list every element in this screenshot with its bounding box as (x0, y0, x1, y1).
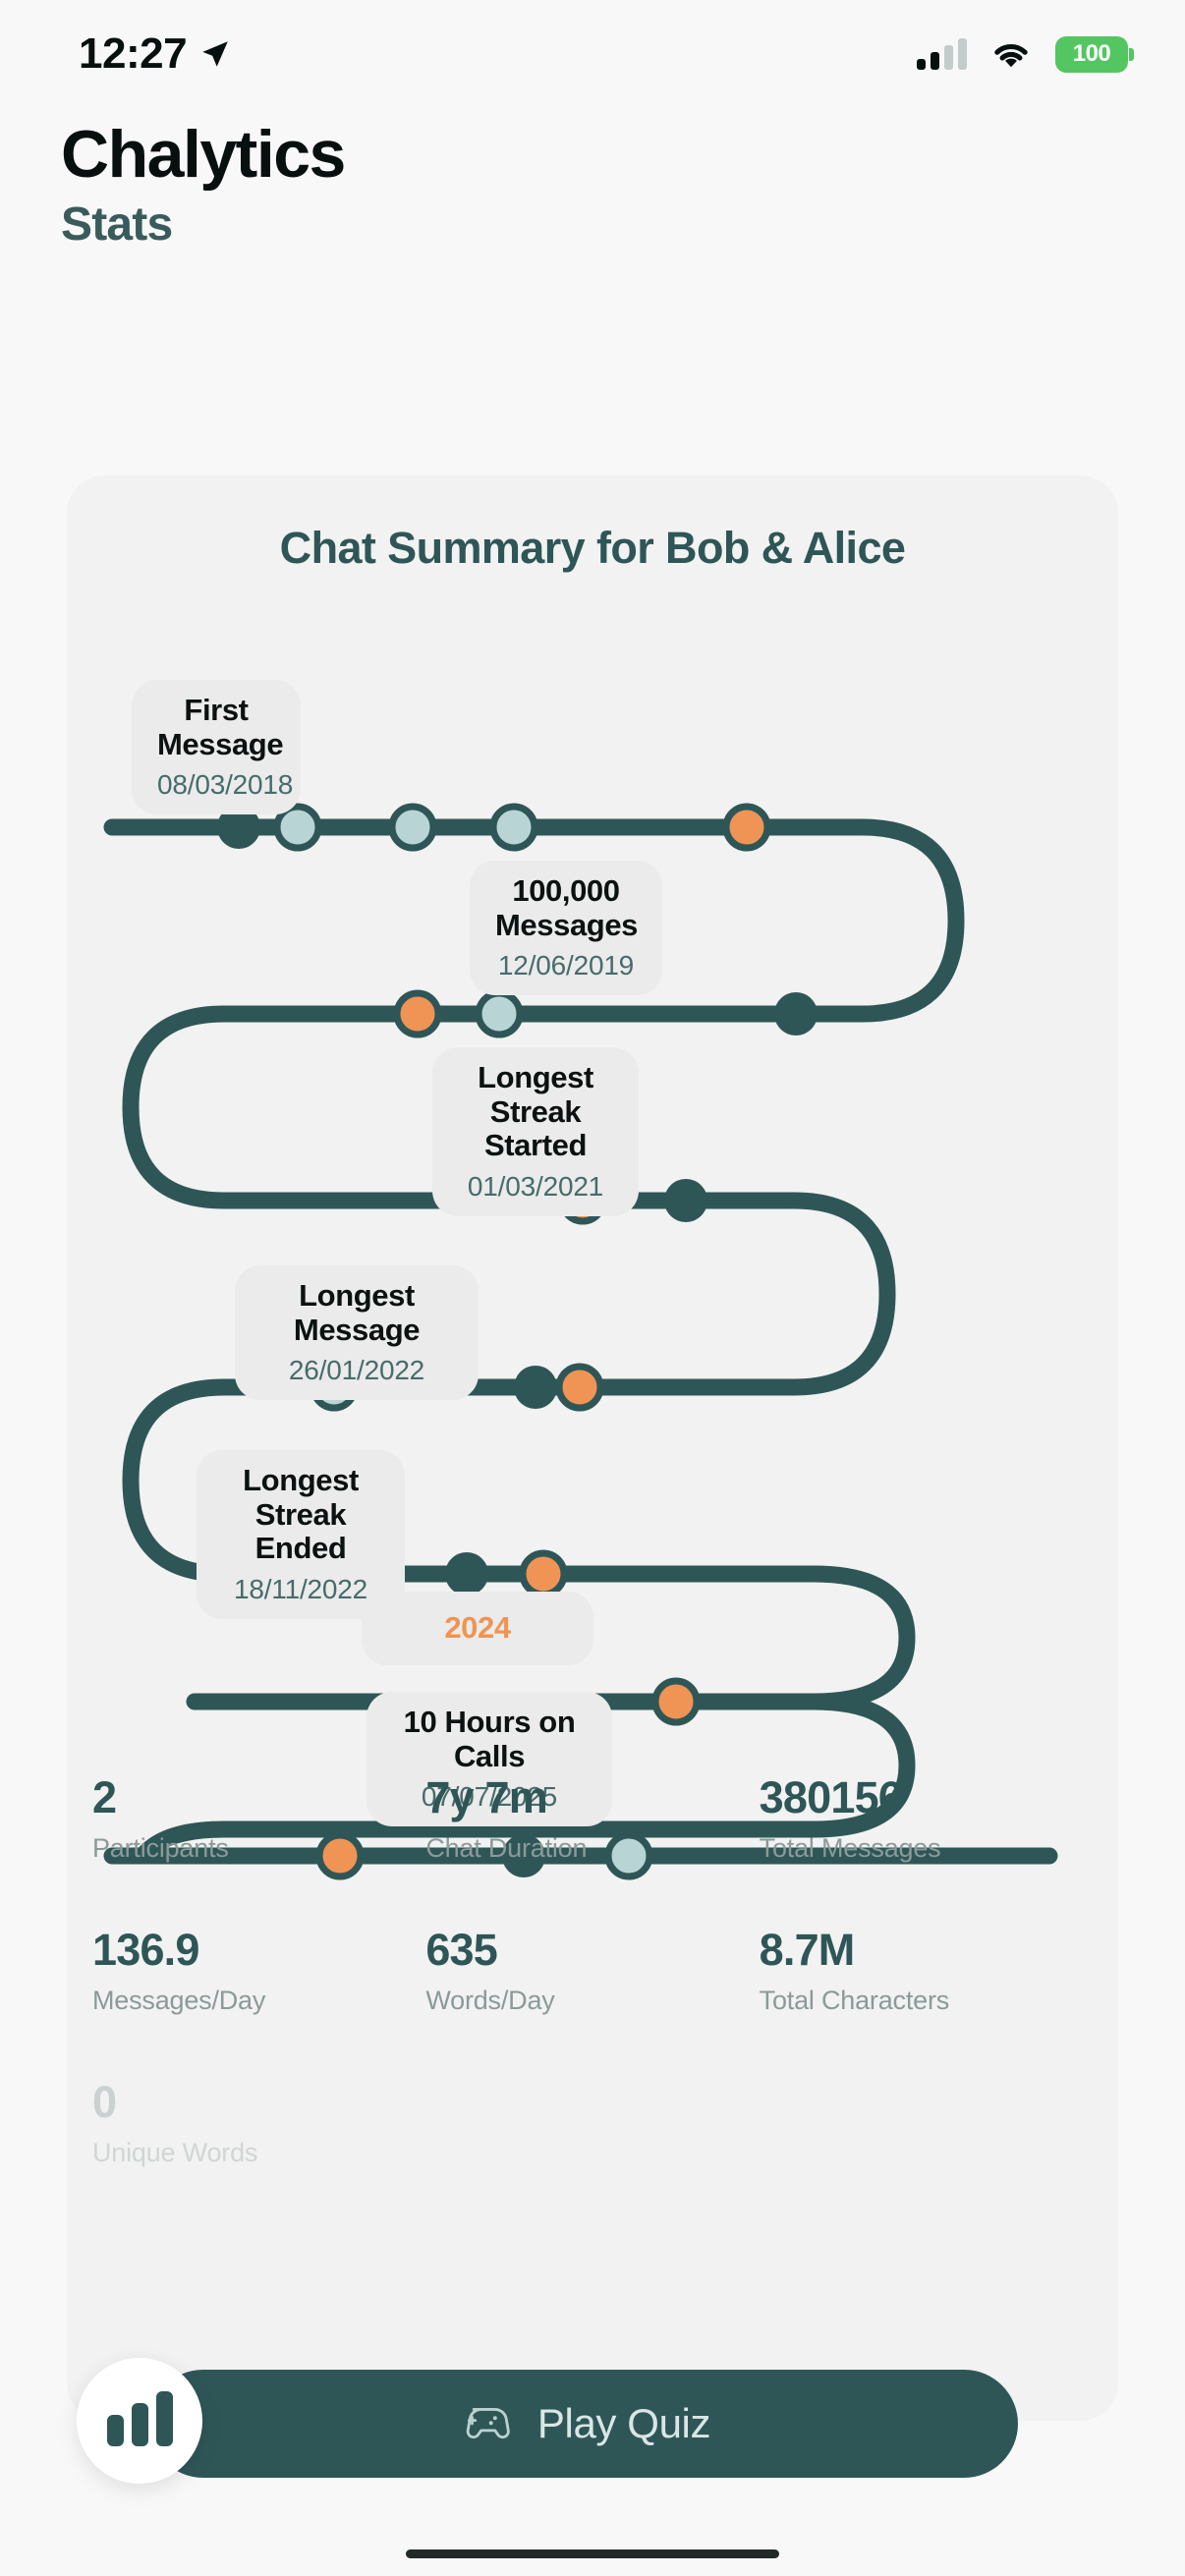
chat-summary-card: Chat Summary for Bob & Alice (67, 476, 1118, 2421)
stat-label: Participants (92, 1833, 229, 1863)
pill-label: First Message (157, 693, 284, 761)
timeline-dot (502, 1834, 545, 1877)
pill-date: 12/06/2019 (497, 950, 635, 981)
page-title: Stats (61, 197, 173, 251)
stat-label: Total Characters (759, 1986, 950, 2015)
stat-value: 2 (92, 1772, 117, 1822)
stat-label: Messages/Day (92, 1986, 266, 2015)
pill-label: 2024 (444, 1610, 511, 1645)
status-bar: 12:27 100 (0, 0, 1185, 108)
timeline-pill-10-hours-on-calls[interactable]: 10 Hours on Calls 07/07/2025 (367, 1692, 612, 1826)
stat-messages-per-day: 136.9 Messages/Day (92, 1925, 425, 2016)
stat-unique-words: 0 Unique Words (92, 2077, 425, 2168)
gamepad-icon (466, 2408, 510, 2439)
pill-date: 01/03/2021 (467, 1171, 604, 1203)
home-indicator[interactable] (406, 2549, 779, 2558)
wifi-icon (994, 44, 1028, 68)
battery-indicator: 100 (1055, 35, 1134, 73)
cellular-signal-icon (917, 38, 967, 70)
stat-label: Words/Day (425, 1986, 555, 2015)
timeline-pill-longest-streak-started[interactable]: Longest Streak Started 01/03/2021 (432, 1047, 639, 1216)
stat-value: 136.9 (92, 1925, 199, 1975)
timeline: First Message 08/03/2018 100,000 Message… (67, 603, 1118, 1880)
stat-words-per-day: 635 Words/Day (425, 1925, 759, 2016)
timeline-track-bottom (130, 1702, 916, 1859)
app-title: Chalytics (61, 117, 346, 192)
timeline-dot (217, 806, 260, 849)
timeline-pill-100k-messages[interactable]: 100,000 Messages 12/06/2019 (470, 861, 662, 995)
pill-label: 10 Hours on Calls (403, 1705, 576, 1773)
battery-level: 100 (1072, 40, 1111, 67)
chart-fab-button[interactable] (77, 2358, 202, 2484)
pill-label-line2: Started (483, 1128, 587, 1163)
stat-chat-duration: 7y 7m Chat Duration (425, 1772, 759, 1864)
stat-label: Chat Duration (425, 1833, 588, 1863)
stat-value: 0 (92, 2077, 117, 2127)
status-time-group: 12:27 (79, 29, 232, 79)
bar-chart-icon (106, 2391, 173, 2446)
pill-label-line1: Longest Streak (478, 1060, 593, 1129)
stat-value: 380156 (759, 1772, 903, 1822)
timeline-dot (315, 1831, 365, 1880)
stat-value: 7y 7m (425, 1772, 547, 1822)
page-header: Chalytics Stats (61, 117, 346, 252)
stat-total-messages: 380156 Total Messages (760, 1772, 1093, 1864)
timeline-pill-first-message[interactable]: First Message 08/03/2018 (132, 680, 301, 814)
pill-label-line1: Longest (243, 1463, 359, 1497)
stat-total-characters: 8.7M Total Characters (760, 1925, 1093, 2016)
pill-date: 18/11/2022 (233, 1574, 368, 1605)
stats-grid: 2 Participants 7y 7m Chat Duration 38015… (67, 1772, 1118, 2168)
timeline-pill-2024[interactable]: 2024 (362, 1592, 593, 1665)
card-title: Chat Summary for Bob & Alice (279, 523, 906, 573)
timeline-track-last-row (103, 1831, 1058, 1880)
pill-date: 08/03/2018 (157, 769, 294, 801)
pill-label-line2: Streak Ended (254, 1496, 347, 1566)
play-quiz-label: Play Quiz (536, 2400, 711, 2446)
status-time: 12:27 (79, 29, 188, 78)
pill-label-line2: Messages (495, 907, 639, 942)
timeline-pill-longest-message[interactable]: Longest Message 26/01/2022 (235, 1265, 479, 1400)
stat-label: Total Messages (759, 1833, 941, 1863)
status-indicators: 100 (917, 35, 1134, 73)
pill-date: 26/01/2022 (288, 1355, 425, 1386)
stat-placeholder-2 (760, 2077, 1093, 2168)
timeline-dot (604, 1831, 653, 1880)
stat-placeholder-1 (425, 2077, 759, 2168)
pill-label-line1: 100,000 (512, 873, 620, 908)
location-arrow-icon (202, 41, 228, 67)
timeline-pill-longest-streak-ended[interactable]: Longest Streak Ended 18/11/2022 (197, 1450, 405, 1619)
pill-label: Longest Message (293, 1278, 421, 1347)
pill-date: 07/07/2025 (421, 1781, 558, 1813)
stat-value: 635 (425, 1925, 498, 1975)
stat-value: 8.7M (759, 1925, 856, 1975)
play-quiz-button[interactable]: Play Quiz (149, 2370, 1018, 2478)
stat-label: Unique Words (92, 2138, 258, 2167)
stat-participants: 2 Participants (92, 1772, 425, 1864)
